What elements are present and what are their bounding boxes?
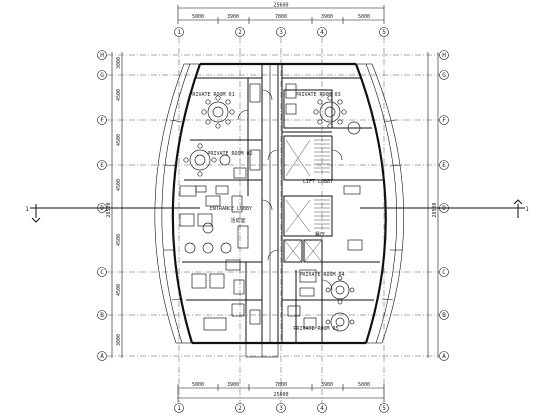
grid-left-c: C [100, 269, 104, 276]
grid-top-2: 2 [238, 29, 242, 36]
grid-bottom-3: 3 [279, 405, 283, 412]
dim-bottom-1: 5000 [192, 382, 204, 388]
dim-top-2: 3900 [227, 14, 239, 20]
grid-top-3: 3 [279, 29, 283, 36]
grid-left-f: F [100, 117, 104, 124]
grid-left-h: H [100, 52, 104, 59]
dim-left-4: 4500 [116, 179, 122, 191]
label-room-small-1: 活动室 [230, 217, 245, 224]
round-table-mid-left [183, 143, 231, 177]
dim-total-left: 28500 [106, 202, 112, 217]
dim-bottom-2: 3900 [227, 382, 239, 388]
dim-top-3: 7800 [275, 14, 287, 20]
round-table-top-right [313, 95, 361, 135]
grid-right-b: B [442, 312, 446, 319]
grid-right-h: H [442, 52, 446, 59]
label-lift-lobby: LIFT LOBBY [303, 179, 333, 185]
right-dimension-chain: 28500 [427, 52, 439, 358]
bottom-grid-bubbles: 1 2 3 4 5 [174, 403, 389, 413]
dim-bottom-4: 3900 [321, 382, 333, 388]
grid-top-1: 1 [177, 29, 181, 36]
grid-left-a: A [100, 353, 104, 360]
label-private-room-01: PRIVATE ROOM 01 [189, 92, 234, 98]
dim-left-1: 3000 [116, 57, 122, 69]
label-private-room-02: PRIVATE ROOM 02 [207, 151, 252, 157]
grid-left-g: G [100, 72, 104, 79]
dim-bottom-5: 5000 [358, 382, 370, 388]
left-dimension-chain: 28500 3000 4500 4500 4500 4500 4500 3000 [106, 52, 123, 358]
grid-bottom-4: 4 [320, 405, 324, 412]
dim-left-5: 4500 [116, 234, 122, 246]
grid-top-4: 4 [320, 29, 324, 36]
corridor-doors [237, 89, 343, 358]
section-mark-right-label: 1 [525, 206, 529, 213]
grid-bottom-2: 2 [238, 405, 242, 412]
building-outline [154, 62, 405, 345]
grid-bottom-1: 1 [177, 405, 181, 412]
label-entrance-lobby: ENTRANCE LOBBY [210, 206, 252, 212]
room-labels: PRIVATE ROOM 01 PRIVATE ROOM 03 PRIVATE … [189, 92, 344, 332]
dim-total-right: 28500 [432, 202, 438, 217]
top-grid-bubbles: 1 2 3 4 5 [174, 27, 389, 37]
dim-total-top: 25600 [273, 3, 288, 9]
grid-right-e: E [442, 162, 446, 169]
grid-left-b: B [100, 312, 104, 319]
round-table-top-left [201, 95, 235, 129]
right-grid-bubbles: H G F E D C B A [439, 50, 449, 361]
label-private-room-05: PRIVATE ROOM 05 [293, 326, 338, 332]
section-mark-left: 1 [25, 204, 200, 223]
grid-right-a: A [442, 353, 446, 360]
grid-bottom-5: 5 [382, 405, 386, 412]
grid-axis-lines [107, 37, 439, 403]
central-core [261, 64, 333, 343]
dim-bottom-3: 7800 [275, 382, 287, 388]
partition-walls [182, 77, 384, 343]
grid-top-5: 5 [382, 29, 386, 36]
label-room-small-2: 餐厅 [315, 231, 325, 238]
grid-left-e: E [100, 162, 104, 169]
dim-top-5: 5000 [358, 14, 370, 20]
dim-left-2: 4500 [116, 89, 122, 101]
section-mark-left-label: 1 [25, 206, 29, 213]
stair-treads [284, 139, 330, 262]
lounge-seating-left [179, 167, 249, 331]
dim-left-3: 4500 [116, 134, 122, 146]
grid-right-f: F [442, 117, 446, 124]
dim-left-7: 3000 [116, 334, 122, 346]
section-mark-right: 1 [360, 199, 529, 218]
dim-left-6: 4500 [116, 284, 122, 296]
dim-top-4: 3900 [321, 14, 333, 20]
grid-right-c: C [442, 269, 446, 276]
top-dimension-chain: 25600 5000 3900 7800 3900 5000 [177, 3, 385, 24]
label-private-room-04: PRIVATE ROOM 04 [299, 272, 344, 278]
grid-right-g: G [442, 72, 446, 79]
round-table-right-lower [325, 275, 355, 332]
dim-top-1: 5000 [192, 14, 204, 20]
label-private-room-03: PRIVATE ROOM 03 [295, 92, 340, 98]
right-side-fixtures [249, 83, 363, 329]
